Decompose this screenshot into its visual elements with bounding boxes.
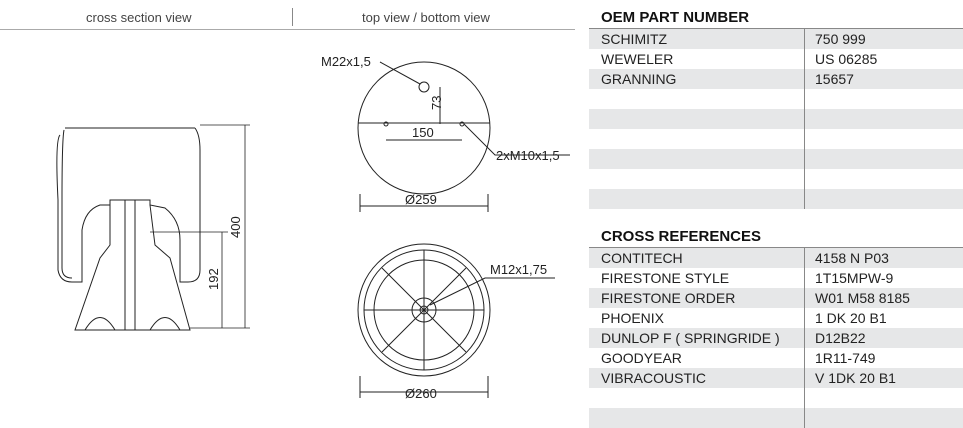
bottom-view-drawing xyxy=(357,243,555,398)
brand-cell xyxy=(589,149,805,169)
table-row: GOODYEAR 1R11-749 xyxy=(589,348,963,368)
top-view-drawing xyxy=(357,61,570,212)
top-bottom-view-label: top view / bottom view xyxy=(362,10,490,25)
dim-192: 192 xyxy=(206,268,221,290)
table-row: SCHIMITZ 750 999 xyxy=(589,29,963,49)
table-row: GRANNING 15657 xyxy=(589,69,963,89)
code-cell: 15657 xyxy=(815,71,854,87)
brand-cell: CONTITECH xyxy=(589,248,805,268)
code-cell xyxy=(805,169,815,189)
code-cell xyxy=(805,109,815,129)
code-cell: US 06285 xyxy=(815,51,878,67)
technical-drawing: 400 192 M22x1,5 73 150 2xM10x1,5 Ø259 M1… xyxy=(56,54,570,401)
dim-top-diameter: Ø259 xyxy=(405,192,437,207)
brand-cell xyxy=(589,388,805,408)
brand-cell xyxy=(589,89,805,109)
table-row: WEWELER US 06285 xyxy=(589,49,963,69)
brand-cell xyxy=(589,109,805,129)
code-cell xyxy=(805,388,815,408)
table-row: DUNLOP F ( SPRINGRIDE ) D12B22 xyxy=(589,328,963,348)
brand-cell: GRANNING xyxy=(589,69,805,89)
brand-cell xyxy=(589,189,805,209)
code-cell xyxy=(805,89,815,109)
height-dimensions xyxy=(150,124,250,329)
code-cell: 750 999 xyxy=(815,31,866,47)
table-row xyxy=(589,169,963,189)
table-row: VIBRACOUSTIC V 1DK 20 B1 xyxy=(589,368,963,388)
table-row: PHOENIX 1 DK 20 B1 xyxy=(589,308,963,328)
brand-cell: VIBRACOUSTIC xyxy=(589,368,805,388)
dim-side-thread: 2xM10x1,5 xyxy=(496,148,560,163)
dim-m22: M22x1,5 xyxy=(321,54,371,69)
table-row xyxy=(589,109,963,129)
brand-cell: FIRESTONE ORDER xyxy=(589,288,805,308)
brand-cell: GOODYEAR xyxy=(589,348,805,368)
table-row xyxy=(589,189,963,209)
table-row: FIRESTONE ORDER W01 M58 8185 xyxy=(589,288,963,308)
cross-section-drawing xyxy=(56,127,201,331)
header-line xyxy=(0,29,575,30)
brand-cell xyxy=(589,169,805,189)
brand-cell: WEWELER xyxy=(589,49,805,69)
code-cell xyxy=(805,129,815,149)
divider xyxy=(292,8,293,26)
table-row: CONTITECH 4158 N P03 xyxy=(589,248,963,268)
brand-cell: DUNLOP F ( SPRINGRIDE ) xyxy=(589,328,805,348)
dim-73: 73 xyxy=(429,96,444,110)
code-cell xyxy=(805,149,815,169)
dim-m12: M12x1,75 xyxy=(490,262,547,277)
code-cell: 1T15MPW-9 xyxy=(815,270,894,286)
oem-title: OEM PART NUMBER xyxy=(589,8,963,29)
brand-cell: SCHIMITZ xyxy=(589,29,805,49)
brand-cell xyxy=(589,408,805,428)
table-row xyxy=(589,408,963,428)
table-row: FIRESTONE STYLE 1T15MPW-9 xyxy=(589,268,963,288)
code-cell: 4158 N P03 xyxy=(815,250,889,266)
table-row xyxy=(589,388,963,408)
code-cell: D12B22 xyxy=(815,330,866,346)
dim-bottom-diameter: Ø260 xyxy=(405,386,437,401)
code-cell: 1R11-749 xyxy=(815,350,876,366)
table-row xyxy=(589,89,963,109)
dim-400: 400 xyxy=(228,216,243,238)
dim-150: 150 xyxy=(412,125,434,140)
code-cell: 1 DK 20 B1 xyxy=(815,310,887,326)
cross-title: CROSS REFERENCES xyxy=(589,227,963,248)
brand-cell xyxy=(589,129,805,149)
table-row xyxy=(589,129,963,149)
code-cell: V 1DK 20 B1 xyxy=(815,370,896,386)
cross-section-view-label: cross section view xyxy=(86,10,192,25)
code-cell xyxy=(805,408,815,428)
brand-cell: PHOENIX xyxy=(589,308,805,328)
code-cell: W01 M58 8185 xyxy=(815,290,910,306)
code-cell xyxy=(805,189,815,209)
table-row xyxy=(589,149,963,169)
brand-cell: FIRESTONE STYLE xyxy=(589,268,805,288)
